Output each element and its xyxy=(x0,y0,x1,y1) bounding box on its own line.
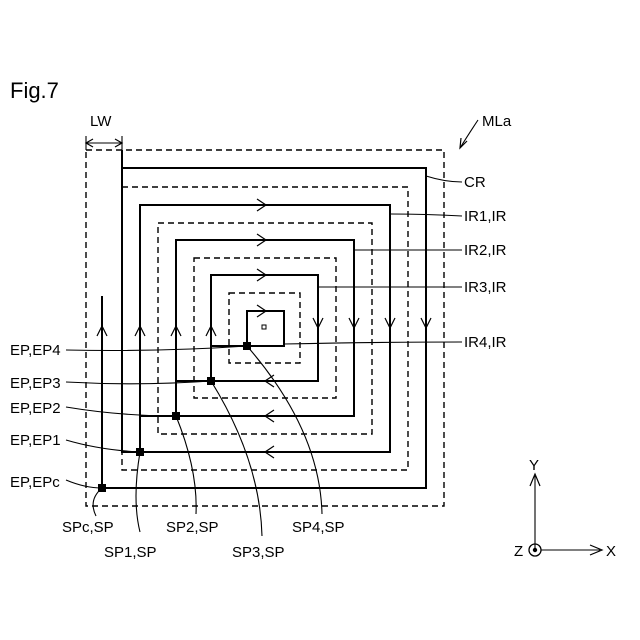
ring-label-ir2: IR2,IR xyxy=(464,242,507,259)
start-label-sp2: SP2,SP xyxy=(166,519,219,536)
width-label: LW xyxy=(90,113,112,130)
coil-line xyxy=(102,168,426,488)
center-point xyxy=(262,325,266,329)
figure-title: Fig.7 xyxy=(10,78,59,103)
end-label-epc: EP,EPc xyxy=(10,474,60,491)
end-label-ep2: EP,EP2 xyxy=(10,400,61,417)
ring-label-ir3: IR3,IR xyxy=(464,279,507,296)
x-axis-label: X xyxy=(606,543,616,560)
z-axis-dot-icon xyxy=(533,548,537,552)
boundary-4 xyxy=(229,293,300,363)
start-label-spc: SPc,SP xyxy=(62,519,114,536)
start-label-sp4: SP4,SP xyxy=(292,519,345,536)
ref-callout: MLa xyxy=(460,113,512,148)
y-axis-label: Y xyxy=(529,457,539,474)
end-label-ep4: EP,EP4 xyxy=(10,342,61,359)
end-label-ep1: EP,EP1 xyxy=(10,432,61,449)
end-label-ep3: EP,EP3 xyxy=(10,375,61,392)
z-axis-label: Z xyxy=(514,543,523,560)
ring-label-ir1: IR1,IR xyxy=(464,208,507,225)
boundary-3 xyxy=(194,258,336,398)
ring-label-ir4: IR4,IR xyxy=(464,334,507,351)
width-dimension: LW xyxy=(86,113,122,150)
spiral-coil xyxy=(102,150,426,488)
start-label-sp3: SP3,SP xyxy=(232,544,285,561)
coordinate-axes: Y X Z xyxy=(514,457,616,560)
start-label-sp1: SP1,SP xyxy=(104,544,157,561)
start-labels: SPc,SP SP1,SP SP2,SP SP3,SP SP4,SP xyxy=(62,346,345,561)
ref-label: MLa xyxy=(482,113,512,130)
ring-label-cr: CR xyxy=(464,174,486,191)
